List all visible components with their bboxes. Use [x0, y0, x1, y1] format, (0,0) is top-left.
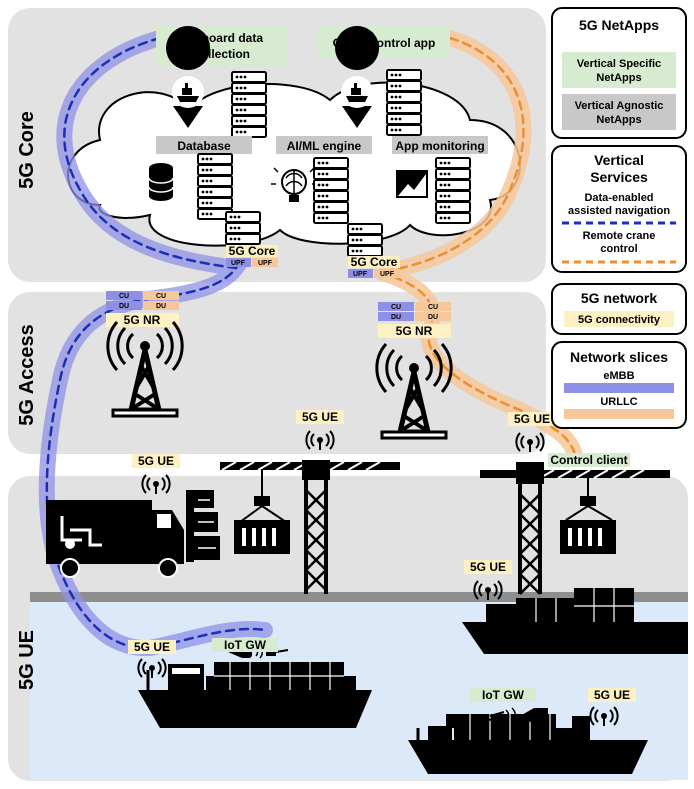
legend-specific-line1: Vertical Specific: [577, 58, 661, 70]
cargo-ship-docked-icon: [462, 588, 688, 654]
legend-connectivity-label: 5G connectivity: [578, 314, 661, 326]
legend-slices-title: Network slices: [570, 349, 668, 365]
core-left-upf-urllc: UPF: [258, 260, 273, 267]
app-monitoring-app[interactable]: App monitoring: [392, 136, 488, 154]
gnb-left-cu-embb: CU: [119, 293, 129, 300]
database-app[interactable]: Database: [156, 136, 252, 154]
gnb-right-du-urllc: DU: [428, 314, 438, 321]
monitoring-chart-icon: [396, 170, 428, 198]
core-left-server-icon: [225, 211, 261, 245]
ue-docked-ship-label: 5G UE: [470, 560, 506, 574]
ue-crane-left-label: 5G UE: [302, 410, 338, 424]
tier-label-core: 5G Core: [16, 111, 38, 189]
core-left-label: 5G Core: [229, 244, 276, 258]
container-left-icon: [234, 520, 290, 554]
core-right-label: 5G Core: [351, 255, 398, 269]
tier-label-ue: 5G UE: [16, 630, 38, 690]
embb-slice-path: [38, 30, 273, 657]
legend-services-title-line2: Services: [590, 169, 648, 185]
gnb-right-cu-embb: CU: [391, 304, 401, 311]
ue-crane-right[interactable]: 5G UE: [508, 412, 556, 426]
gnb-right-cu-urllc: CU: [428, 304, 438, 311]
gnb-right-du-embb: DU: [391, 314, 401, 321]
monitoring-label: App monitoring: [395, 139, 484, 153]
control-client[interactable]: Control client: [548, 453, 630, 467]
tier-label-access: 5G Access: [16, 324, 38, 426]
core-node-left[interactable]: 5G Core UPF UPF: [226, 244, 278, 267]
cargo-ship-right-icon: [408, 714, 648, 774]
iot-gw-left[interactable]: IoT GW: [212, 638, 278, 652]
legend-specific-line2: NetApps: [596, 72, 641, 84]
core-right-upf-embb: UPF: [353, 271, 368, 278]
truck-icon: [46, 500, 184, 578]
ue-truck-label: 5G UE: [138, 454, 174, 468]
iot-gw-right[interactable]: IoT GW: [470, 688, 536, 702]
gnb-right[interactable]: CU CU DU DU 5G NR: [378, 302, 451, 338]
legend-crane-line1: Remote crane: [583, 230, 656, 242]
ue-ship-left[interactable]: 5G UE: [128, 640, 176, 654]
quay-edge: [30, 592, 688, 602]
gnb-right-label: 5G NR: [396, 324, 433, 338]
crane-server-rack-icon: [387, 70, 421, 135]
onboard-server-rack-icon: [232, 72, 266, 137]
legend-netapps-title: 5G NetApps: [579, 17, 659, 33]
monitoring-server-rack-icon: [436, 158, 470, 223]
legend-network-title: 5G network: [581, 290, 657, 306]
crane-right-icon: [480, 462, 670, 595]
gnb-left-du-urllc: DU: [156, 303, 166, 310]
core-right-upf-urllc: UPF: [380, 271, 395, 278]
legend-embb-label: eMBB: [603, 370, 634, 382]
database-icon: [148, 163, 174, 201]
database-server-rack-icon: [198, 154, 232, 219]
gnb-left-label: 5G NR: [124, 313, 161, 327]
legend-netapps: 5G NetApps Vertical Specific NetApps Ver…: [551, 7, 687, 139]
aiml-engine-app[interactable]: AI/ML engine: [276, 136, 372, 154]
database-label: Database: [177, 139, 231, 153]
ue-ship-left-label: 5G UE: [134, 640, 170, 654]
legend-5g-network: 5G network 5G connectivity: [551, 283, 687, 335]
legend-navigation-line1: Data-enabled: [584, 192, 653, 204]
iot-gw-right-label: IoT GW: [482, 688, 525, 702]
legend-crane-line2: control: [600, 243, 637, 255]
legend-vertical-services: Vertical Services Data-enabled assisted …: [551, 145, 687, 273]
core-right-server-icon: [347, 223, 383, 257]
legend-agnostic-line1: Vertical Agnostic: [575, 100, 664, 112]
ue-ship-right[interactable]: 5G UE: [588, 688, 636, 702]
legend-urllc-label: URLLC: [600, 396, 637, 408]
cargo-ship-left-icon: [138, 662, 372, 728]
ue-ship-right-label: 5G UE: [594, 688, 630, 702]
legend-network-slices: Network slices eMBB URLLC: [551, 341, 687, 429]
core-node-right[interactable]: 5G Core UPF UPF: [348, 255, 400, 278]
ue-crane-left[interactable]: 5G UE: [296, 410, 344, 424]
gnb-left-du-embb: DU: [119, 303, 129, 310]
control-client-label: Control client: [550, 453, 627, 467]
ue-crane-right-label: 5G UE: [514, 412, 550, 426]
aiml-server-rack-icon: [314, 158, 348, 223]
legend-services-title-line1: Vertical: [594, 152, 644, 168]
container-right-icon: [560, 520, 616, 554]
iot-gw-left-label: IoT GW: [224, 638, 267, 652]
gnb-left[interactable]: CU CU DU DU 5G NR: [106, 291, 179, 327]
ue-truck[interactable]: 5G UE: [132, 454, 180, 468]
core-left-upf-embb: UPF: [231, 260, 246, 267]
aiml-label: AI/ML engine: [287, 139, 362, 153]
crane-left-icon: [220, 460, 400, 594]
brain-lightbulb-icon: [271, 167, 317, 202]
legend-agnostic-line2: NetApps: [596, 114, 641, 126]
camera-sensor-right-icon: [487, 707, 548, 725]
ue-docked-ship[interactable]: 5G UE: [464, 560, 512, 574]
legend-navigation-line2: assisted navigation: [568, 205, 670, 217]
forklift-boxes-icon: [186, 490, 220, 562]
gnb-left-cu-urllc: CU: [156, 293, 166, 300]
